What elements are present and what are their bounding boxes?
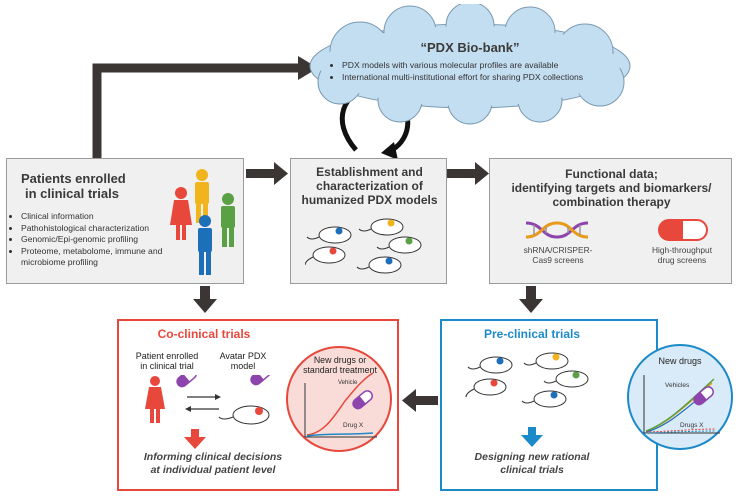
biobank-bullets: PDX models with various molecular profil… xyxy=(330,60,632,83)
coclinical-circle-line: standard treatment xyxy=(303,365,377,375)
establishment-title-line: humanized PDX models xyxy=(301,193,438,207)
biobank-bullet: International multi-institutional effort… xyxy=(342,72,632,84)
htp-label: High-throughput drug screens xyxy=(634,245,730,265)
coclinical-note: Informing clinical decisions at individu… xyxy=(123,451,303,477)
patients-to-biobank-arrow xyxy=(92,63,300,158)
preclinical-mice-icon xyxy=(465,352,589,408)
biobank-bullet: PDX models with various molecular profil… xyxy=(342,60,632,72)
crispr-label-line: shRNA/CRISPER- xyxy=(523,245,593,255)
patients-box: Patients enrolled in clinical trials Cli… xyxy=(6,158,244,284)
patients-to-establishment-arrow xyxy=(246,169,276,178)
coclinical-circle-title: New drugs or standard treatment xyxy=(295,355,385,375)
patients-title-line: in clinical trials xyxy=(25,186,119,201)
biobank-title: “PDX Bio-bank” xyxy=(420,40,520,55)
preclinical-note-line: Designing new rational xyxy=(474,451,590,463)
patient-enrolled-line: in clinical trial xyxy=(140,361,194,371)
drugx-curve xyxy=(306,432,374,437)
establishment-to-functional-arrow xyxy=(447,169,477,178)
biobank-arrowhead xyxy=(298,56,318,80)
coclinical-title: Co-clinical trials xyxy=(157,327,251,341)
patients-people-icon xyxy=(170,169,235,275)
coclinical-response-circle xyxy=(286,346,392,452)
vehicle-label: Vehicle xyxy=(338,380,358,386)
drugsx-label: Drugs X xyxy=(680,422,704,429)
htp-label-line: High-throughput xyxy=(651,245,713,255)
patients-list: Clinical information Pathohistological c… xyxy=(9,211,181,269)
crispr-label: shRNA/CRISPER- Cas9 screens xyxy=(510,245,606,265)
functional-title-line: identifying targets and biomarkers/ xyxy=(511,181,712,195)
functional-title-line: combination therapy xyxy=(552,195,671,209)
drugx-label: Drug X xyxy=(343,422,364,429)
functional-to-preclinical-arrow xyxy=(526,286,536,301)
establishment-title: Establishment and characterization of hu… xyxy=(291,165,448,207)
patient-enrolled-line: Patient enrolled xyxy=(135,351,199,361)
avatar-label: Avatar PDX model xyxy=(211,351,275,371)
avatar-label-line: model xyxy=(230,361,256,371)
patients-to-coclinical-arrow xyxy=(200,286,210,301)
crispr-label-line: Cas9 screens xyxy=(532,255,584,265)
vehicle-curve xyxy=(306,372,374,436)
preclinical-title: Pre-clinical trials xyxy=(483,327,581,341)
patients-item: Pathohistological characterization xyxy=(21,223,181,235)
preclinical-box: Pre-clinical trials Designing new ration… xyxy=(440,319,658,491)
red-down-arrow xyxy=(184,429,206,449)
establishment-box: Establishment and characterization of hu… xyxy=(290,158,447,284)
mice-group-icon xyxy=(305,218,422,274)
patients-item: Genomic/Epi-genomic profiling xyxy=(21,234,181,246)
establishment-title-line: characterization of xyxy=(316,179,423,193)
avatar-label-line: Avatar PDX xyxy=(219,351,267,361)
preclinical-to-coclinical-arrow xyxy=(414,396,438,405)
htp-label-line: drug screens xyxy=(657,255,707,265)
biobank-cloud xyxy=(309,4,631,125)
coclinical-note-line: Informing clinical decisions xyxy=(143,451,283,463)
vehicles-label: Vehicles xyxy=(665,382,690,389)
functional-title: Functional data; identifying targets and… xyxy=(490,167,733,209)
blue-down-arrow xyxy=(521,427,543,447)
patients-title: Patients enrolled in clinical trials xyxy=(21,171,126,201)
preclinical-note-line: clinical trials xyxy=(500,464,564,476)
patient-avatar-exchange xyxy=(145,375,271,425)
patients-title-line: Patients enrolled xyxy=(21,171,126,186)
preclinical-circle-title: New drugs xyxy=(658,356,702,366)
patients-item: Clinical information xyxy=(21,211,181,223)
patient-enrolled-label: Patient enrolled in clinical trial xyxy=(127,351,207,371)
functional-box: Functional data; identifying targets and… xyxy=(489,158,732,284)
preclinical-note: Designing new rational clinical trials xyxy=(442,451,622,477)
patients-item: Proteome, metabolome, immune and microbi… xyxy=(21,246,181,269)
functional-title-line: Functional data; xyxy=(565,167,658,181)
coclinical-note-line: at individual patient level xyxy=(150,464,276,476)
drug-capsule-icon xyxy=(658,219,708,241)
establishment-title-line: Establishment and xyxy=(316,165,423,179)
dna-icon xyxy=(525,221,589,239)
preclinical-response-circle xyxy=(627,344,733,450)
coclinical-circle-line: New drugs or xyxy=(313,355,367,365)
